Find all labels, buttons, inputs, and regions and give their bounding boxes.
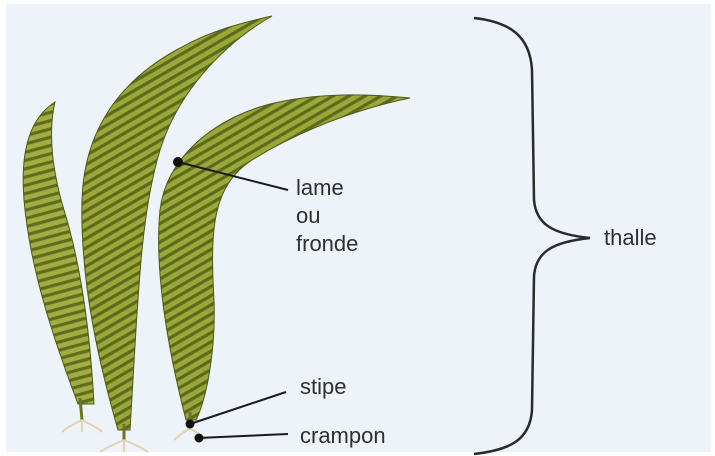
thalle-brace — [474, 18, 590, 454]
stipe-left — [80, 398, 82, 420]
right-blade — [159, 95, 410, 420]
label-thalle: thalle — [604, 224, 657, 252]
label-ou: ou — [296, 202, 320, 230]
label-lame: lame — [296, 174, 344, 202]
holdfast-left — [62, 420, 102, 432]
label-stipe: stipe — [300, 373, 346, 401]
pointer-dot-crampon — [195, 434, 204, 443]
label-fronde: fronde — [296, 230, 358, 258]
label-crampon: crampon — [300, 422, 386, 450]
pointer-crampon — [198, 434, 288, 438]
pointer-dot-lame — [173, 157, 183, 167]
holdfast-middle — [100, 440, 148, 452]
pointer-dot-stipe — [186, 420, 195, 429]
